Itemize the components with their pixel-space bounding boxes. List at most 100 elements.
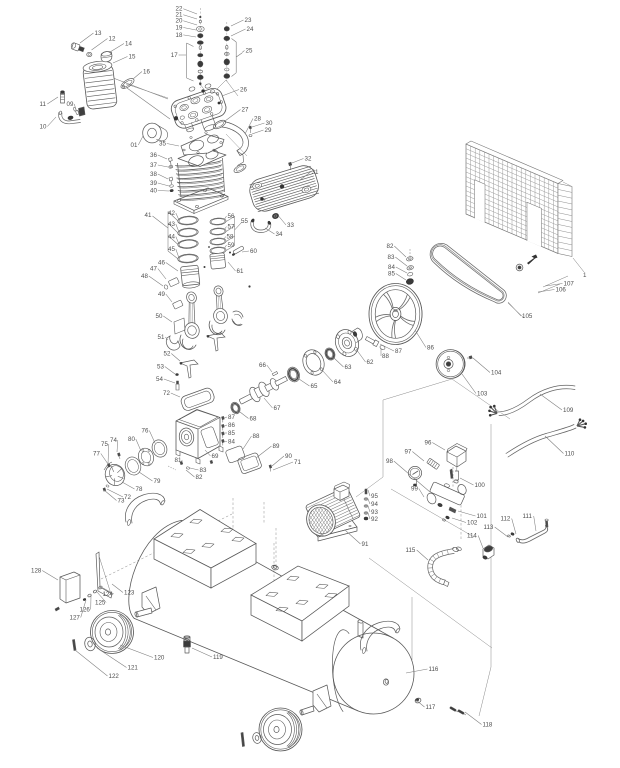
svg-text:121: 121 [128,665,139,672]
svg-text:12: 12 [109,36,116,43]
svg-text:80: 80 [128,436,135,443]
svg-text:112: 112 [501,516,511,523]
svg-text:35: 35 [159,141,166,148]
svg-text:99: 99 [411,486,418,493]
svg-text:61: 61 [237,268,244,275]
svg-text:44: 44 [168,234,175,241]
svg-text:24: 24 [247,26,254,33]
svg-text:64: 64 [334,379,341,386]
svg-text:113: 113 [484,524,494,531]
svg-text:31: 31 [312,169,319,176]
svg-text:104: 104 [491,370,502,377]
svg-text:105: 105 [522,313,533,320]
svg-text:40: 40 [150,188,157,195]
svg-text:123: 123 [124,590,135,597]
svg-text:20: 20 [176,18,183,25]
svg-text:11: 11 [40,101,47,108]
svg-text:39: 39 [150,180,157,187]
svg-text:69: 69 [212,453,219,460]
svg-text:53: 53 [157,364,164,371]
svg-text:94: 94 [371,501,378,508]
svg-text:76: 76 [142,428,149,435]
svg-text:32: 32 [305,156,312,163]
svg-text:50: 50 [156,313,163,320]
svg-text:45: 45 [168,246,175,253]
svg-text:13: 13 [95,30,102,37]
svg-text:116: 116 [429,666,439,673]
svg-text:115: 115 [406,547,416,554]
svg-text:83: 83 [200,467,207,474]
svg-text:102: 102 [467,520,478,527]
svg-text:16: 16 [143,69,150,76]
svg-text:42: 42 [168,210,175,217]
svg-text:122: 122 [109,673,120,680]
svg-text:48: 48 [141,273,148,280]
svg-text:37: 37 [150,162,157,169]
svg-text:49: 49 [158,291,165,298]
svg-text:125: 125 [95,600,106,607]
svg-text:103: 103 [477,391,488,398]
svg-text:66: 66 [259,362,266,369]
svg-text:81: 81 [175,457,182,464]
svg-text:92: 92 [371,516,378,523]
svg-text:30: 30 [266,120,273,127]
svg-text:128: 128 [31,568,42,575]
svg-text:95: 95 [371,493,378,500]
svg-text:126: 126 [80,607,91,614]
svg-text:59: 59 [228,242,235,249]
svg-text:114: 114 [467,533,477,540]
svg-text:91: 91 [362,541,369,548]
svg-text:88: 88 [382,353,389,360]
svg-text:21: 21 [176,12,183,19]
svg-text:71: 71 [294,459,301,466]
svg-text:41: 41 [145,212,152,219]
svg-text:77: 77 [93,451,100,458]
svg-text:84: 84 [388,264,395,271]
svg-text:15: 15 [129,54,136,61]
svg-text:60: 60 [250,248,257,255]
svg-text:111: 111 [523,513,533,520]
svg-text:84: 84 [228,439,235,446]
svg-text:29: 29 [265,127,272,134]
svg-text:63: 63 [345,364,352,371]
svg-text:25: 25 [246,48,253,55]
svg-text:28: 28 [254,116,261,123]
svg-text:90: 90 [285,453,292,460]
svg-text:87: 87 [395,348,402,355]
svg-text:62: 62 [367,359,374,366]
svg-text:72: 72 [124,494,131,501]
svg-text:55: 55 [241,218,248,225]
svg-text:73: 73 [118,498,125,505]
svg-text:100: 100 [475,482,486,489]
svg-text:33: 33 [287,222,294,229]
svg-text:98: 98 [386,458,393,465]
svg-text:65: 65 [311,383,318,390]
svg-text:57: 57 [228,224,235,231]
svg-text:22: 22 [176,6,183,13]
svg-text:01: 01 [131,142,138,149]
svg-text:58: 58 [227,234,234,241]
svg-text:85: 85 [388,271,395,278]
svg-text:79: 79 [154,478,161,485]
svg-text:86: 86 [228,422,235,429]
svg-text:119: 119 [213,654,223,661]
svg-text:88: 88 [253,433,260,440]
svg-text:54: 54 [156,376,163,383]
svg-text:10: 10 [40,124,47,131]
svg-text:82: 82 [387,243,394,250]
svg-text:78: 78 [136,486,143,493]
svg-text:106: 106 [556,287,567,294]
svg-text:83: 83 [388,254,395,261]
svg-text:82: 82 [196,474,203,481]
svg-text:75: 75 [101,441,108,448]
svg-text:38: 38 [150,171,157,178]
svg-text:86: 86 [427,345,434,352]
svg-text:52: 52 [164,351,171,358]
svg-text:36: 36 [150,152,157,159]
svg-text:1: 1 [583,272,587,279]
svg-text:26: 26 [240,87,247,94]
svg-text:14: 14 [125,41,132,48]
svg-text:47: 47 [150,266,157,273]
svg-text:117: 117 [426,704,436,711]
svg-text:97: 97 [405,449,412,456]
